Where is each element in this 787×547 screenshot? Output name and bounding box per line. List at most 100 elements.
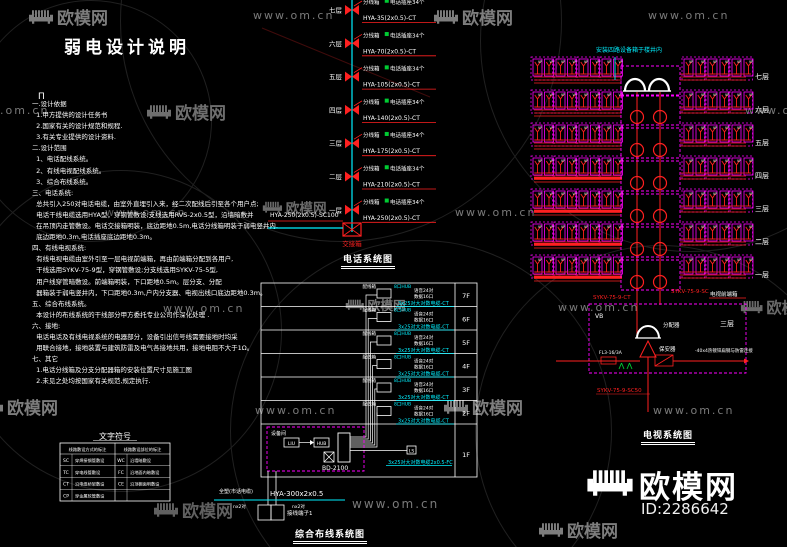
tv-outlet-code: VP bbox=[549, 159, 553, 163]
notes-line: 1、电话配线系统。 bbox=[32, 155, 93, 164]
symbol-desc: 沿墙暗敷设 bbox=[130, 457, 152, 464]
tv-outlet-code: VP bbox=[595, 93, 599, 97]
floor-cable-label: 3x25对大对数电缆-CT bbox=[398, 324, 450, 331]
hub-label: 8口HUB bbox=[394, 284, 411, 290]
tv-outlet-code: VP bbox=[749, 93, 753, 97]
tv-outlet-code: VP bbox=[607, 159, 611, 163]
tv-outlet-code: VP bbox=[701, 192, 705, 196]
ls-box: LS bbox=[409, 449, 415, 455]
watermark-url: www.om.cn bbox=[653, 404, 735, 417]
tv-outlet-code: VP bbox=[749, 192, 753, 196]
symbol-desc: 穿电线管敷设 bbox=[75, 469, 101, 476]
notes-line: 一.设计依据 bbox=[32, 100, 67, 108]
riser-floor-label: 一层 bbox=[329, 206, 343, 214]
tv-outlet-code: VP bbox=[607, 258, 611, 262]
tv-outlet-code: VP bbox=[607, 126, 611, 130]
notes-line: 干线选用SYKV-75-9型，穿钢管敷设;分支线选用SYKV-75-5型, bbox=[32, 266, 218, 275]
watermark-logo: 欧模网 bbox=[146, 99, 226, 124]
cabling-floor-label: 3F bbox=[462, 386, 470, 394]
symbol-desc: 沿地面内暗敷设 bbox=[130, 469, 160, 476]
cable-label: HYA-70(2x0.5)-CT bbox=[363, 48, 416, 55]
bd-label: BD-2100 bbox=[322, 465, 348, 472]
voice-label: 语音24对 bbox=[414, 311, 434, 318]
tv-outlet-code: VP bbox=[725, 225, 729, 229]
tv-outlet-code: VP bbox=[572, 126, 576, 130]
notes-line: 1.电话分线箱及分支分配器箱的安装位置尺寸见施工图 bbox=[32, 366, 192, 375]
notes-line: 二.设计范围 bbox=[32, 144, 67, 153]
outlet-count-label: 电话插座34个 bbox=[390, 198, 425, 206]
tv-outlet-code: VP bbox=[572, 93, 576, 97]
tv-floor-label: 一层 bbox=[755, 271, 769, 279]
tv-outlet-code: VP bbox=[584, 126, 588, 130]
notes-line: 1.甲方提供的设计任务书 bbox=[32, 111, 108, 120]
notes-title: 弱电设计说明 bbox=[64, 38, 190, 58]
outlet-count-label: 电话插座34个 bbox=[390, 165, 425, 173]
splitter-circle bbox=[652, 241, 668, 257]
outlet-count-label: 电话插座34个 bbox=[390, 0, 425, 6]
exchange-box-label: 交接箱 bbox=[342, 239, 362, 248]
tv-outlet-code: VP bbox=[713, 60, 717, 64]
floor-cable-label: 3x25对大对数电缆-CT bbox=[398, 300, 450, 307]
riser-floor-label: 三层 bbox=[329, 140, 343, 148]
symbol-table-title: 文字符号 bbox=[99, 431, 131, 441]
cable-label: HYA-175(2x0.5)-CT bbox=[363, 148, 420, 155]
tv-cable-right: SYKV-75-9-SC bbox=[671, 289, 709, 295]
hub-label: 8口HUB bbox=[394, 402, 411, 408]
tv-outlet-code: VP bbox=[538, 225, 542, 229]
sofa-icon bbox=[587, 469, 633, 496]
box-label: 分线箱 bbox=[363, 31, 380, 39]
tv-outlet-code: VP bbox=[618, 225, 622, 229]
notes-line: 2.国家有关的设计规范和规程. bbox=[32, 122, 123, 131]
fd-box-label: 配线箱 bbox=[363, 307, 377, 314]
equipment-room-label: 设备间 bbox=[271, 430, 286, 437]
box-label: 分线箱 bbox=[363, 0, 380, 6]
cabling-floor-label: 2F bbox=[462, 410, 470, 418]
cable-label: HYA-105(2x0.5)-CT bbox=[363, 82, 420, 89]
tv-outlet-code: VP bbox=[561, 258, 565, 262]
data-label: 数据16口 bbox=[414, 364, 433, 371]
symbol-code: SC bbox=[63, 458, 69, 464]
tv-outlet-code: VP bbox=[549, 93, 553, 97]
watermark-brand-text: 欧模网 bbox=[182, 502, 233, 522]
watermark-logo: 欧模网 bbox=[538, 517, 618, 542]
tv-outlet-code: VP bbox=[549, 258, 553, 262]
watermark-brand-text: 欧模网 bbox=[766, 299, 787, 317]
notes-line: 电话电话及有线电视系统的电器部分，设备引出信号线需要接地时均采 bbox=[32, 332, 238, 341]
watermark-url: www.om.cn bbox=[163, 302, 245, 315]
tv-cable-down: SYKV-75-9-SC50 bbox=[597, 388, 642, 394]
symbol-desc: 穿金属软管敷设 bbox=[75, 492, 105, 499]
splitter-circle bbox=[629, 175, 645, 191]
brand-name: 欧模网 bbox=[639, 470, 738, 506]
hub-label: 8口HUB bbox=[394, 331, 411, 337]
tv-outlet-code: VP bbox=[737, 60, 741, 64]
distribution-box-node bbox=[345, 171, 352, 182]
tv-cable-left: SYKV-75-9-CT bbox=[593, 295, 631, 301]
tv-outlet-code: VP bbox=[725, 192, 729, 196]
tv-outlet-code: VP bbox=[572, 225, 576, 229]
notes-line: 三、电话系统: bbox=[32, 188, 74, 197]
notes-line: 电话干线电缆选用HYA型，穿钢管敷设;支线选用RVS-2x0.5型，沿墙暗敷并 bbox=[32, 210, 254, 219]
distribution-box-node bbox=[345, 38, 352, 49]
symbol-code: CT bbox=[63, 482, 69, 488]
cabling-incoming-label: HYA-300x2x0.5 bbox=[270, 490, 323, 498]
phone-diagram-title: 电话系统图 bbox=[341, 252, 396, 269]
tv-outlet-code: VP bbox=[538, 192, 542, 196]
tv-outlet-code: VP bbox=[549, 225, 553, 229]
watermark-logo: 欧模网 bbox=[262, 197, 327, 217]
symbol-code: TC bbox=[62, 470, 69, 476]
ground-note: -40x4热镀锌扁钢与防雷连接 bbox=[695, 347, 753, 354]
watermark-brand-text: 欧模网 bbox=[175, 104, 226, 124]
amplifier-dome bbox=[647, 77, 671, 92]
tv-outlet-code: VP bbox=[607, 93, 611, 97]
tv-outlet-code: VP bbox=[725, 60, 729, 64]
fd-box-label: 配线箱 bbox=[363, 330, 377, 337]
splitter-circle bbox=[652, 175, 668, 191]
notes-line: 2.未见之处均按国家有关规范,规定执行. bbox=[32, 377, 151, 386]
outlet-count-label: 电话插座34个 bbox=[390, 131, 425, 139]
tv-outlet-code: VP bbox=[618, 126, 622, 130]
sofa-icon bbox=[539, 522, 563, 537]
distribution-box-node bbox=[345, 104, 352, 115]
tv-outlet-code: VP bbox=[737, 159, 741, 163]
